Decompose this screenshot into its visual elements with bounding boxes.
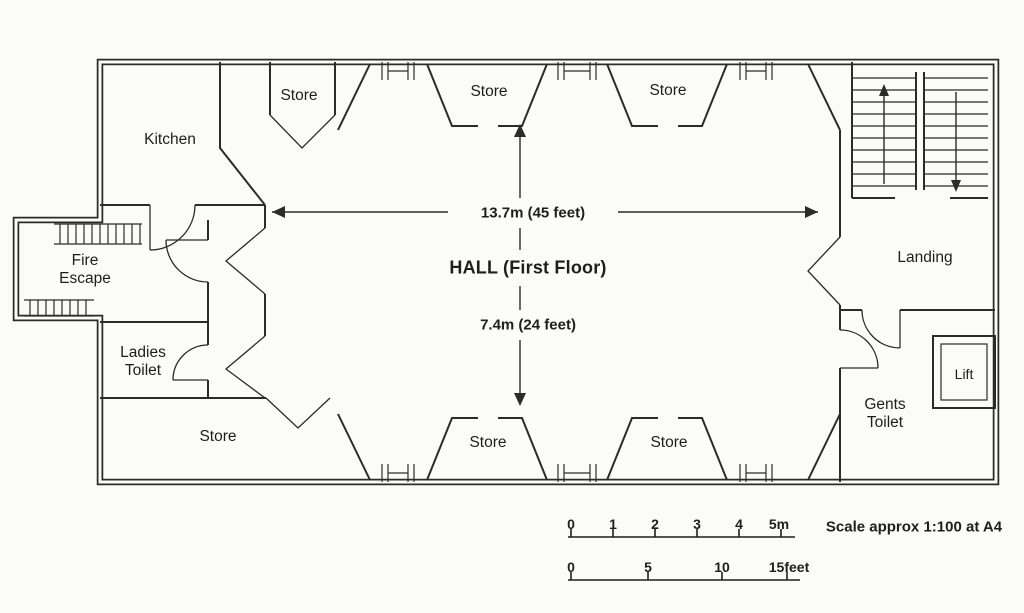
dim-width-head-right [805,206,818,218]
metric-tick-5: 5m [768,516,790,532]
landing-door-swing [861,309,901,349]
label-fire-escape: Fire Escape [59,252,111,287]
outer-wall-core [14,60,998,484]
label-store-top-2: Store [649,82,687,100]
imperial-tick-0: 0 [567,559,575,575]
label-kitchen: Kitchen [144,131,196,149]
gents-door-swing [839,329,879,369]
outer-walls [12,58,1000,486]
metric-tick-2: 2 [651,516,659,532]
dimension-height-arrow [514,124,526,406]
window-piers-north [381,62,773,80]
lift-inner-box [940,343,988,401]
label-store-bottom-1: Store [469,434,507,452]
dim-height-head-bottom [514,393,526,406]
hall-east-doors [807,236,841,306]
kitchen-door-swing [149,204,196,251]
lift-outer-box [932,335,996,409]
hall-title: HALL (First Floor) [449,257,607,278]
store-bay-bottom-1 [426,417,548,481]
label-gents-toilet: Gents Toilet [864,396,906,431]
fire-escape-door-swing [165,239,209,283]
dim-height-head-top [514,124,526,137]
vestibule-and-ladies-walls [100,220,266,399]
hall-west-doors-lower [224,335,266,399]
dimension-width-label: 13.7m (45 feet) [480,204,586,222]
imperial-tick-3: 15feet [768,559,810,575]
metric-tick-1: 1 [609,516,617,532]
window-piers-south [381,464,773,482]
staircase-walls [851,62,988,199]
scale-note: Scale approx 1:100 at A4 [825,518,1003,536]
hall-corner-chamfers [337,63,841,481]
label-store-top-1: Store [470,83,508,101]
label-lift: Lift [954,365,974,382]
stair-arrow-up-head [879,84,889,96]
fire-escape-stairs [24,223,142,317]
lift-shaft [932,335,996,409]
label-landing: Landing [897,249,953,267]
label-store-bottom-left: Store [199,428,237,446]
metric-scale-line [568,529,795,538]
imperial-tick-1: 5 [644,559,652,575]
store-bay-top-2 [606,63,728,127]
store-nw-folding-door [269,114,336,149]
label-ladies-toilet: Ladies Toilet [120,344,166,379]
metric-tick-3: 3 [693,516,701,532]
store-bay-top-1 [426,63,548,127]
store-bay-bottom-2 [606,417,728,481]
label-store-bottom-2: Store [650,434,688,452]
metric-tick-4: 4 [735,516,743,532]
kitchen-walls [100,62,336,206]
ladies-door-swing [172,344,209,381]
dimension-width-arrow [272,206,818,218]
staircase-direction-arrows [879,84,961,192]
hall-west-doors-upper [224,227,266,295]
stair-arrow-down-head [951,180,961,192]
label-store-top-left: Store [280,87,318,105]
imperial-tick-2: 10 [714,559,730,575]
imperial-scale-line [568,572,800,581]
store-sw-folding-door [265,397,331,429]
metric-tick-0: 0 [567,516,575,532]
dimension-height-label: 7.4m (24 feet) [480,316,576,334]
dim-width-head-left [272,206,285,218]
